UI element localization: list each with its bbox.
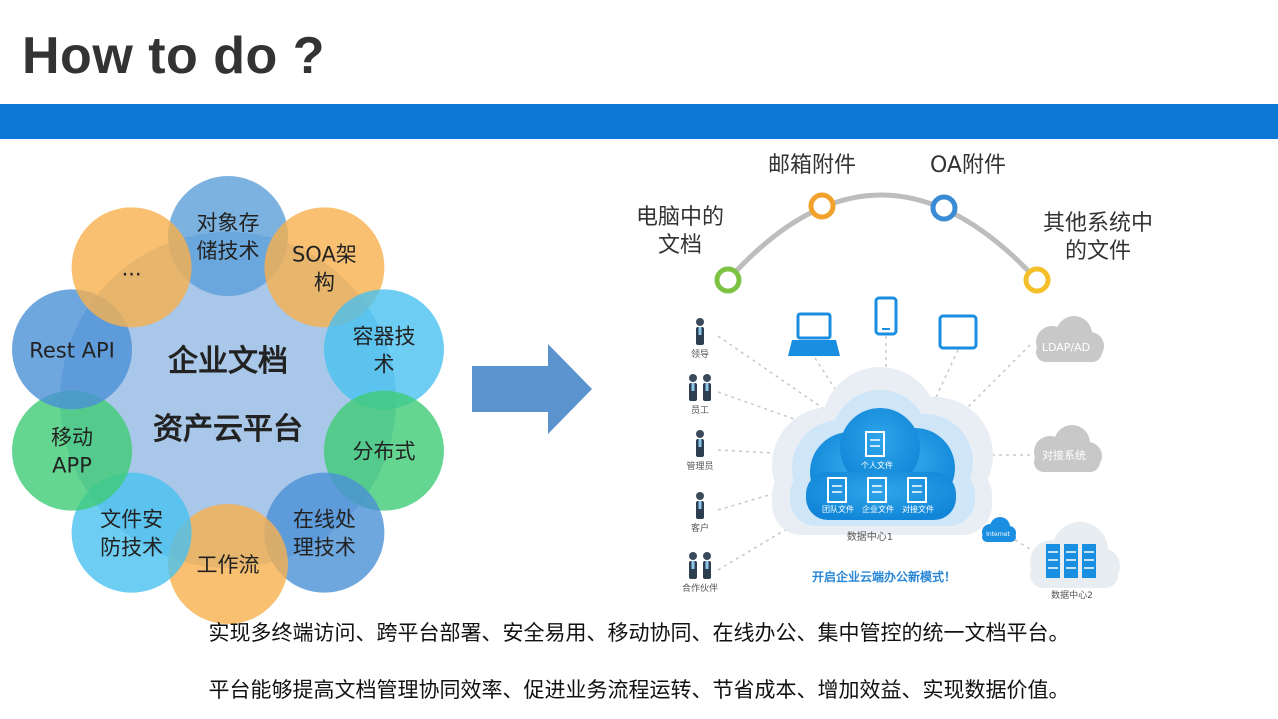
petal-label: 文件安 xyxy=(100,508,163,532)
source-label-pc-1: 电脑中的 xyxy=(636,205,724,230)
internet-cloud-icon xyxy=(982,517,1016,542)
source-node-oa xyxy=(930,194,958,222)
petal-label: 在线处 xyxy=(293,508,356,532)
source-node-other xyxy=(1023,266,1051,294)
file-icon-personal xyxy=(865,431,885,457)
petal-circle xyxy=(71,207,192,328)
caption-line2: 平台能够提高文档管理协同效率、促进业务流程运转、节省成本、增加效益、实现数据价值… xyxy=(208,678,1070,702)
petal: 移动 APP xyxy=(12,390,133,511)
laptop-icon xyxy=(788,312,840,356)
petal-circle xyxy=(264,472,385,593)
arc-line xyxy=(726,192,1039,282)
petal-label: 分布式 xyxy=(352,440,415,464)
petal-label: APP xyxy=(52,454,92,478)
petal-circle xyxy=(168,504,288,624)
external-system-cloud-icon xyxy=(1034,425,1102,472)
user-label: 合作伙伴 xyxy=(682,582,718,594)
petal-label: 理技术 xyxy=(293,536,356,560)
user-label: 管理员 xyxy=(686,460,713,472)
source-label-email: 邮箱附件 xyxy=(768,153,856,178)
source-label-pc-2: 文档 xyxy=(658,233,702,258)
slogan-text: 开启企业云端办公新模式！ xyxy=(812,569,956,584)
cloud-label-personal: 个人文件 xyxy=(861,460,893,470)
ldap-label: LDAP/AD xyxy=(1042,341,1090,354)
petal-label: 工作流 xyxy=(197,553,260,577)
source-node-pc xyxy=(714,266,742,294)
user-label: 员工 xyxy=(691,405,709,416)
file-icon-enterprise xyxy=(867,477,887,503)
flower-center-line2: 资产云平台 xyxy=(153,412,303,447)
user-figure-icon xyxy=(689,374,711,401)
petal-label: 移动 xyxy=(51,426,93,450)
petal-label: 术 xyxy=(373,352,394,376)
caption-line1: 实现多终端访问、跨平台部署、安全易用、移动协同、在线办公、集中管控的统一文档平台… xyxy=(208,621,1070,645)
cloud-label-enterprise: 企业文件 xyxy=(862,504,894,514)
petal-label: 储技术 xyxy=(197,239,260,263)
file-icon-external xyxy=(907,477,927,503)
cloud-label-team: 团队文件 xyxy=(822,504,854,514)
ldap-cloud-icon xyxy=(1036,316,1104,362)
source-label-oa: OA附件 xyxy=(930,153,1006,178)
page-title: How to do ? xyxy=(22,27,325,85)
datacenter1-label: 数据中心1 xyxy=(847,530,893,543)
flower-center-line1: 企业文档 xyxy=(168,344,288,379)
user-figure-icon xyxy=(696,492,704,519)
petal-circle xyxy=(323,289,444,410)
petal-label: ... xyxy=(122,256,142,280)
file-icon-team xyxy=(827,477,847,503)
tablet-icon xyxy=(938,314,978,350)
user-label: 领导 xyxy=(691,348,709,360)
petal-label: 防技术 xyxy=(100,536,163,560)
cloud-label-external: 对接文件 xyxy=(902,504,934,514)
internet-label: Internet xyxy=(986,531,1010,538)
petal-label: 对象存 xyxy=(197,211,260,235)
title-band xyxy=(0,104,1278,139)
datacenter2-icon xyxy=(1030,522,1120,588)
phone-icon xyxy=(874,296,898,336)
petal: 工作流 xyxy=(168,504,288,624)
petal-label: 构 xyxy=(314,270,335,294)
user-figure-icon xyxy=(696,430,704,457)
cloud-datacenter: 个人文件 团队文件 企业文件 对接文件 xyxy=(772,367,993,535)
sources-arc: 电脑中的 文档 邮箱附件 OA附件 其他系统中 的文件 xyxy=(636,153,1153,294)
petal: ... xyxy=(71,207,192,328)
datacenter2-label: 数据中心2 xyxy=(1051,589,1093,601)
petal-label: SOA架 xyxy=(292,242,357,266)
petal-circle xyxy=(12,390,133,511)
user-figure-icon xyxy=(696,318,704,345)
source-label-other-1: 其他系统中 xyxy=(1043,211,1153,236)
petal-circle xyxy=(168,176,288,296)
source-label-other-2: 的文件 xyxy=(1065,239,1131,264)
user-figure-icon xyxy=(689,552,711,579)
petal-label: Rest API xyxy=(29,338,115,362)
user-label: 客户 xyxy=(691,522,709,534)
right-arrow-icon xyxy=(472,344,592,434)
source-node-email xyxy=(808,192,836,220)
external-system-label: 对接系统 xyxy=(1042,448,1086,462)
cloud-inner xyxy=(806,408,956,520)
petal-label: 容器技 xyxy=(352,324,415,348)
